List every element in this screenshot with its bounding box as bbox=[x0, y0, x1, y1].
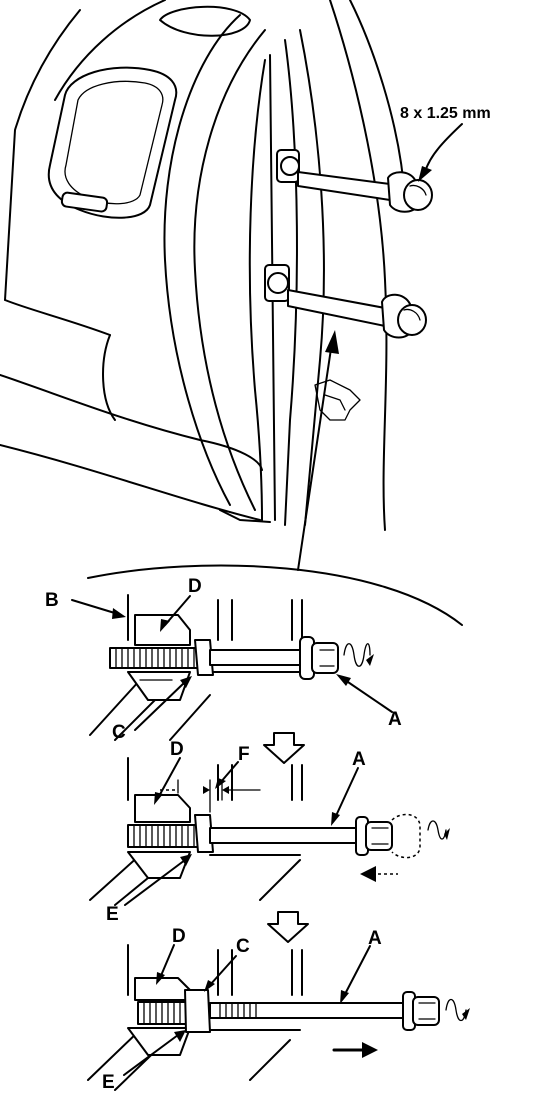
detail-stage-2: D F A E bbox=[89, 739, 450, 925]
label-d-stage3: D bbox=[172, 926, 186, 947]
detail-stage-3: D C A E bbox=[87, 926, 470, 1093]
detail-leader-arrow bbox=[297, 330, 339, 571]
label-e-stage2: E bbox=[106, 904, 119, 925]
label-a-stage1: A bbox=[388, 709, 402, 730]
step-arrow-2 bbox=[267, 911, 309, 943]
label-f-stage2: F bbox=[238, 744, 250, 765]
bolt-size-label: 8 x 1.25 mm bbox=[400, 105, 491, 122]
step-arrow-1 bbox=[263, 732, 305, 764]
label-b-stage1: B bbox=[45, 590, 59, 611]
label-c-stage3: C bbox=[236, 936, 250, 957]
label-a-stage3: A bbox=[368, 928, 382, 949]
detail-stage-1: B D C A bbox=[45, 564, 463, 743]
lower-mounting-bolt bbox=[264, 264, 427, 339]
label-e-stage3: E bbox=[102, 1072, 115, 1093]
overview-illustration: 8 x 1.25 mm bbox=[0, 0, 491, 531]
label-c-stage1: C bbox=[112, 722, 126, 743]
upper-mounting-bolt bbox=[276, 149, 433, 213]
label-a-stage2: A bbox=[352, 749, 366, 770]
label-d-stage1: D bbox=[188, 576, 202, 597]
label-d-stage2: D bbox=[170, 739, 184, 760]
